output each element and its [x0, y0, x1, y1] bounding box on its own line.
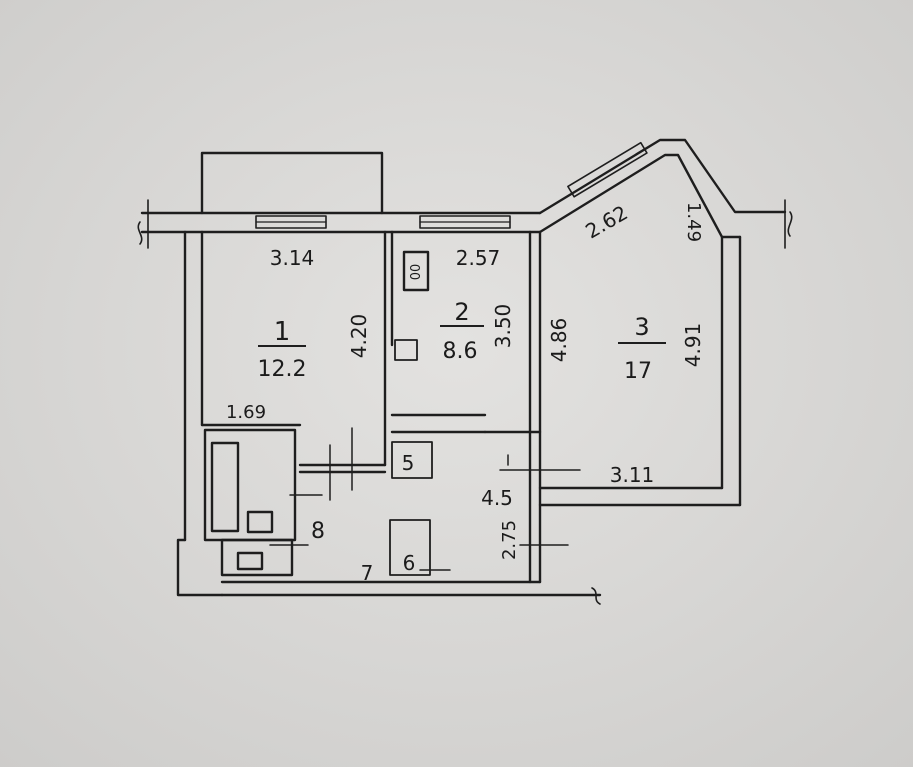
fridge: [394, 339, 418, 361]
room-3-number: 3: [634, 313, 649, 341]
bathtub: [210, 441, 240, 533]
toilet: [236, 551, 264, 571]
dim-4-86: 4.86: [547, 318, 571, 363]
dim-1-49: 1.49: [683, 202, 704, 242]
room-4-area: 4.5: [481, 486, 513, 510]
room-labels: 1 12.2 2 8.6 3 17 4.5 5 6 7 8 00: [258, 264, 666, 585]
room-2-area: 8.6: [443, 339, 478, 364]
room-1-area: 12.2: [258, 357, 307, 382]
stove-mark: 00: [409, 264, 424, 281]
window-room-3: [567, 141, 648, 198]
dim-1-69: 1.69: [226, 402, 266, 423]
room-6-number: 6: [403, 551, 416, 575]
dim-3-11: 3.11: [610, 463, 655, 487]
break-mark-bottom: [591, 587, 601, 605]
closet-6: [389, 519, 431, 576]
balcony-outline: [200, 151, 384, 215]
room-8-number: 8: [311, 519, 325, 544]
break-mark-left: [137, 199, 149, 249]
walls: [137, 138, 793, 605]
room-5-number: 5: [402, 451, 415, 475]
dim-2-57: 2.57: [456, 246, 501, 270]
room-1-number: 1: [274, 317, 291, 347]
room-2-number: 2: [454, 298, 469, 326]
dim-4-20: 4.20: [347, 314, 371, 359]
outer-wall-angled-inner: [538, 153, 742, 239]
dim-3-50: 3.50: [491, 304, 515, 349]
dim-3-14: 3.14: [270, 246, 315, 270]
outer-wall-angled: [538, 138, 787, 215]
room-7-number: 7: [361, 561, 374, 585]
closet-5: [391, 441, 433, 479]
room-3-area: 17: [624, 359, 652, 384]
dim-4-91: 4.91: [681, 323, 705, 368]
stove: [402, 250, 430, 292]
dim-2-75: 2.75: [499, 520, 520, 560]
entry-bump: [176, 538, 224, 597]
toilet-room: [220, 538, 294, 577]
break-mark-right: [784, 199, 793, 249]
sink: [246, 510, 274, 534]
